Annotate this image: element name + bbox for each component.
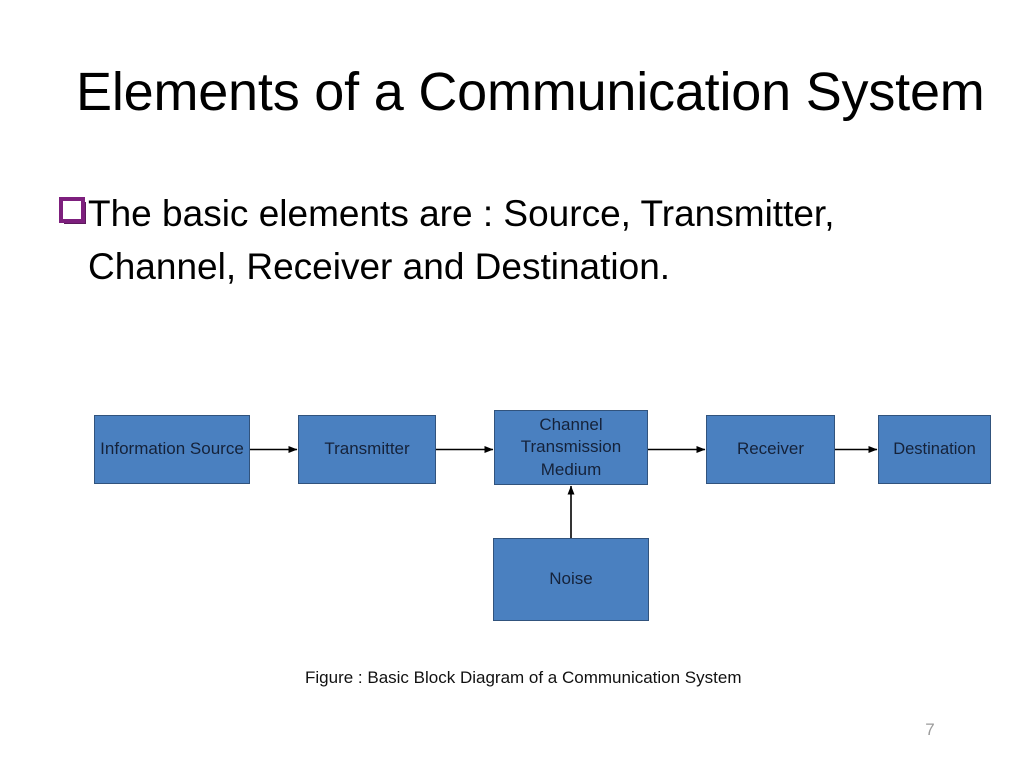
diagram-node-transmitter[interactable]: Transmitter: [298, 415, 436, 484]
page-title: Elements of a Communication System: [76, 62, 985, 122]
figure-caption: Figure : Basic Block Diagram of a Commun…: [305, 668, 742, 687]
diagram-node-channel-transmission-medium[interactable]: Channel Transmission Medium: [494, 410, 648, 485]
node-label: Receiver: [736, 439, 805, 459]
node-label: Information Source: [100, 439, 244, 459]
hollow-square-bullet-icon: [58, 197, 88, 231]
node-label: Channel Transmission Medium: [520, 414, 622, 479]
list-item: The basic elements are : Source, Transmi…: [58, 188, 978, 293]
diagram-node-receiver[interactable]: Receiver: [706, 415, 835, 484]
slide-number: 7: [925, 720, 935, 739]
diagram-node-information-source[interactable]: Information Source: [94, 415, 250, 484]
diagram-node-noise[interactable]: Noise: [493, 538, 649, 621]
bullet-text: The basic elements are : Source, Transmi…: [88, 193, 835, 287]
diagram-node-destination[interactable]: Destination: [878, 415, 991, 484]
node-label: Transmitter: [324, 439, 410, 459]
bullet-list: The basic elements are : Source, Transmi…: [58, 188, 978, 293]
node-label: Destination: [893, 439, 976, 458]
node-label: Noise: [549, 569, 593, 589]
